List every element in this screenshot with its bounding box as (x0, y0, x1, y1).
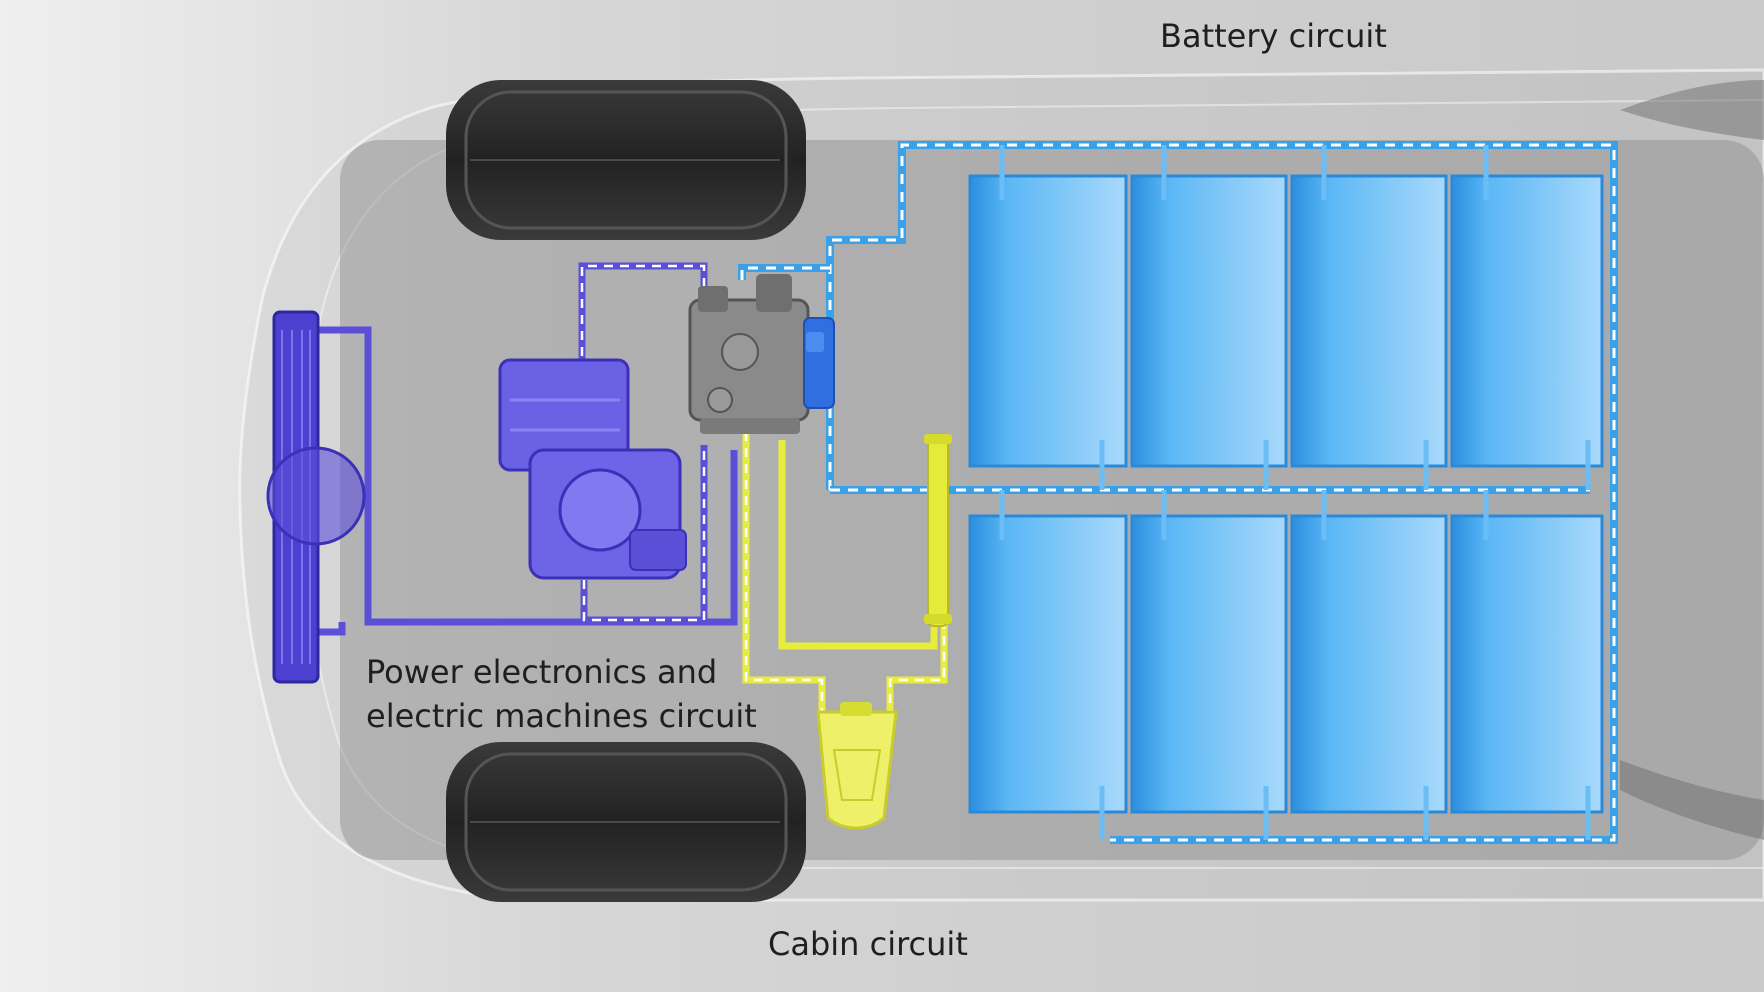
battery-module (1130, 514, 1288, 814)
power-electronics-circuit-label: Power electronics and electric machines … (366, 650, 757, 738)
battery-circuit-label: Battery circuit (1160, 17, 1387, 55)
central-thermal-module (688, 274, 835, 434)
battery-circuit-pipes (738, 141, 1618, 844)
front-tire-top (446, 80, 806, 240)
battery-module (968, 514, 1128, 814)
battery-module (1450, 514, 1604, 814)
radiator (266, 310, 366, 684)
battery-module (968, 174, 1128, 468)
cabin-circuit-label: Cabin circuit (768, 925, 968, 963)
cabin-circuit (742, 432, 948, 712)
battery-pack (968, 145, 1604, 840)
power-electronics-label-line1: Power electronics and (366, 653, 718, 691)
cabin-heat-exchanger (924, 433, 952, 627)
battery-module (1450, 174, 1604, 468)
battery-module (1290, 174, 1448, 468)
electric-drive-unit (498, 358, 687, 580)
cabin-coolant-reservoir (816, 702, 898, 830)
front-tire-bottom (446, 742, 806, 902)
power-electronics-circuit (318, 262, 738, 636)
battery-module (1290, 514, 1448, 814)
power-electronics-label-line2: electric machines circuit (366, 697, 757, 735)
battery-module (1130, 174, 1288, 468)
